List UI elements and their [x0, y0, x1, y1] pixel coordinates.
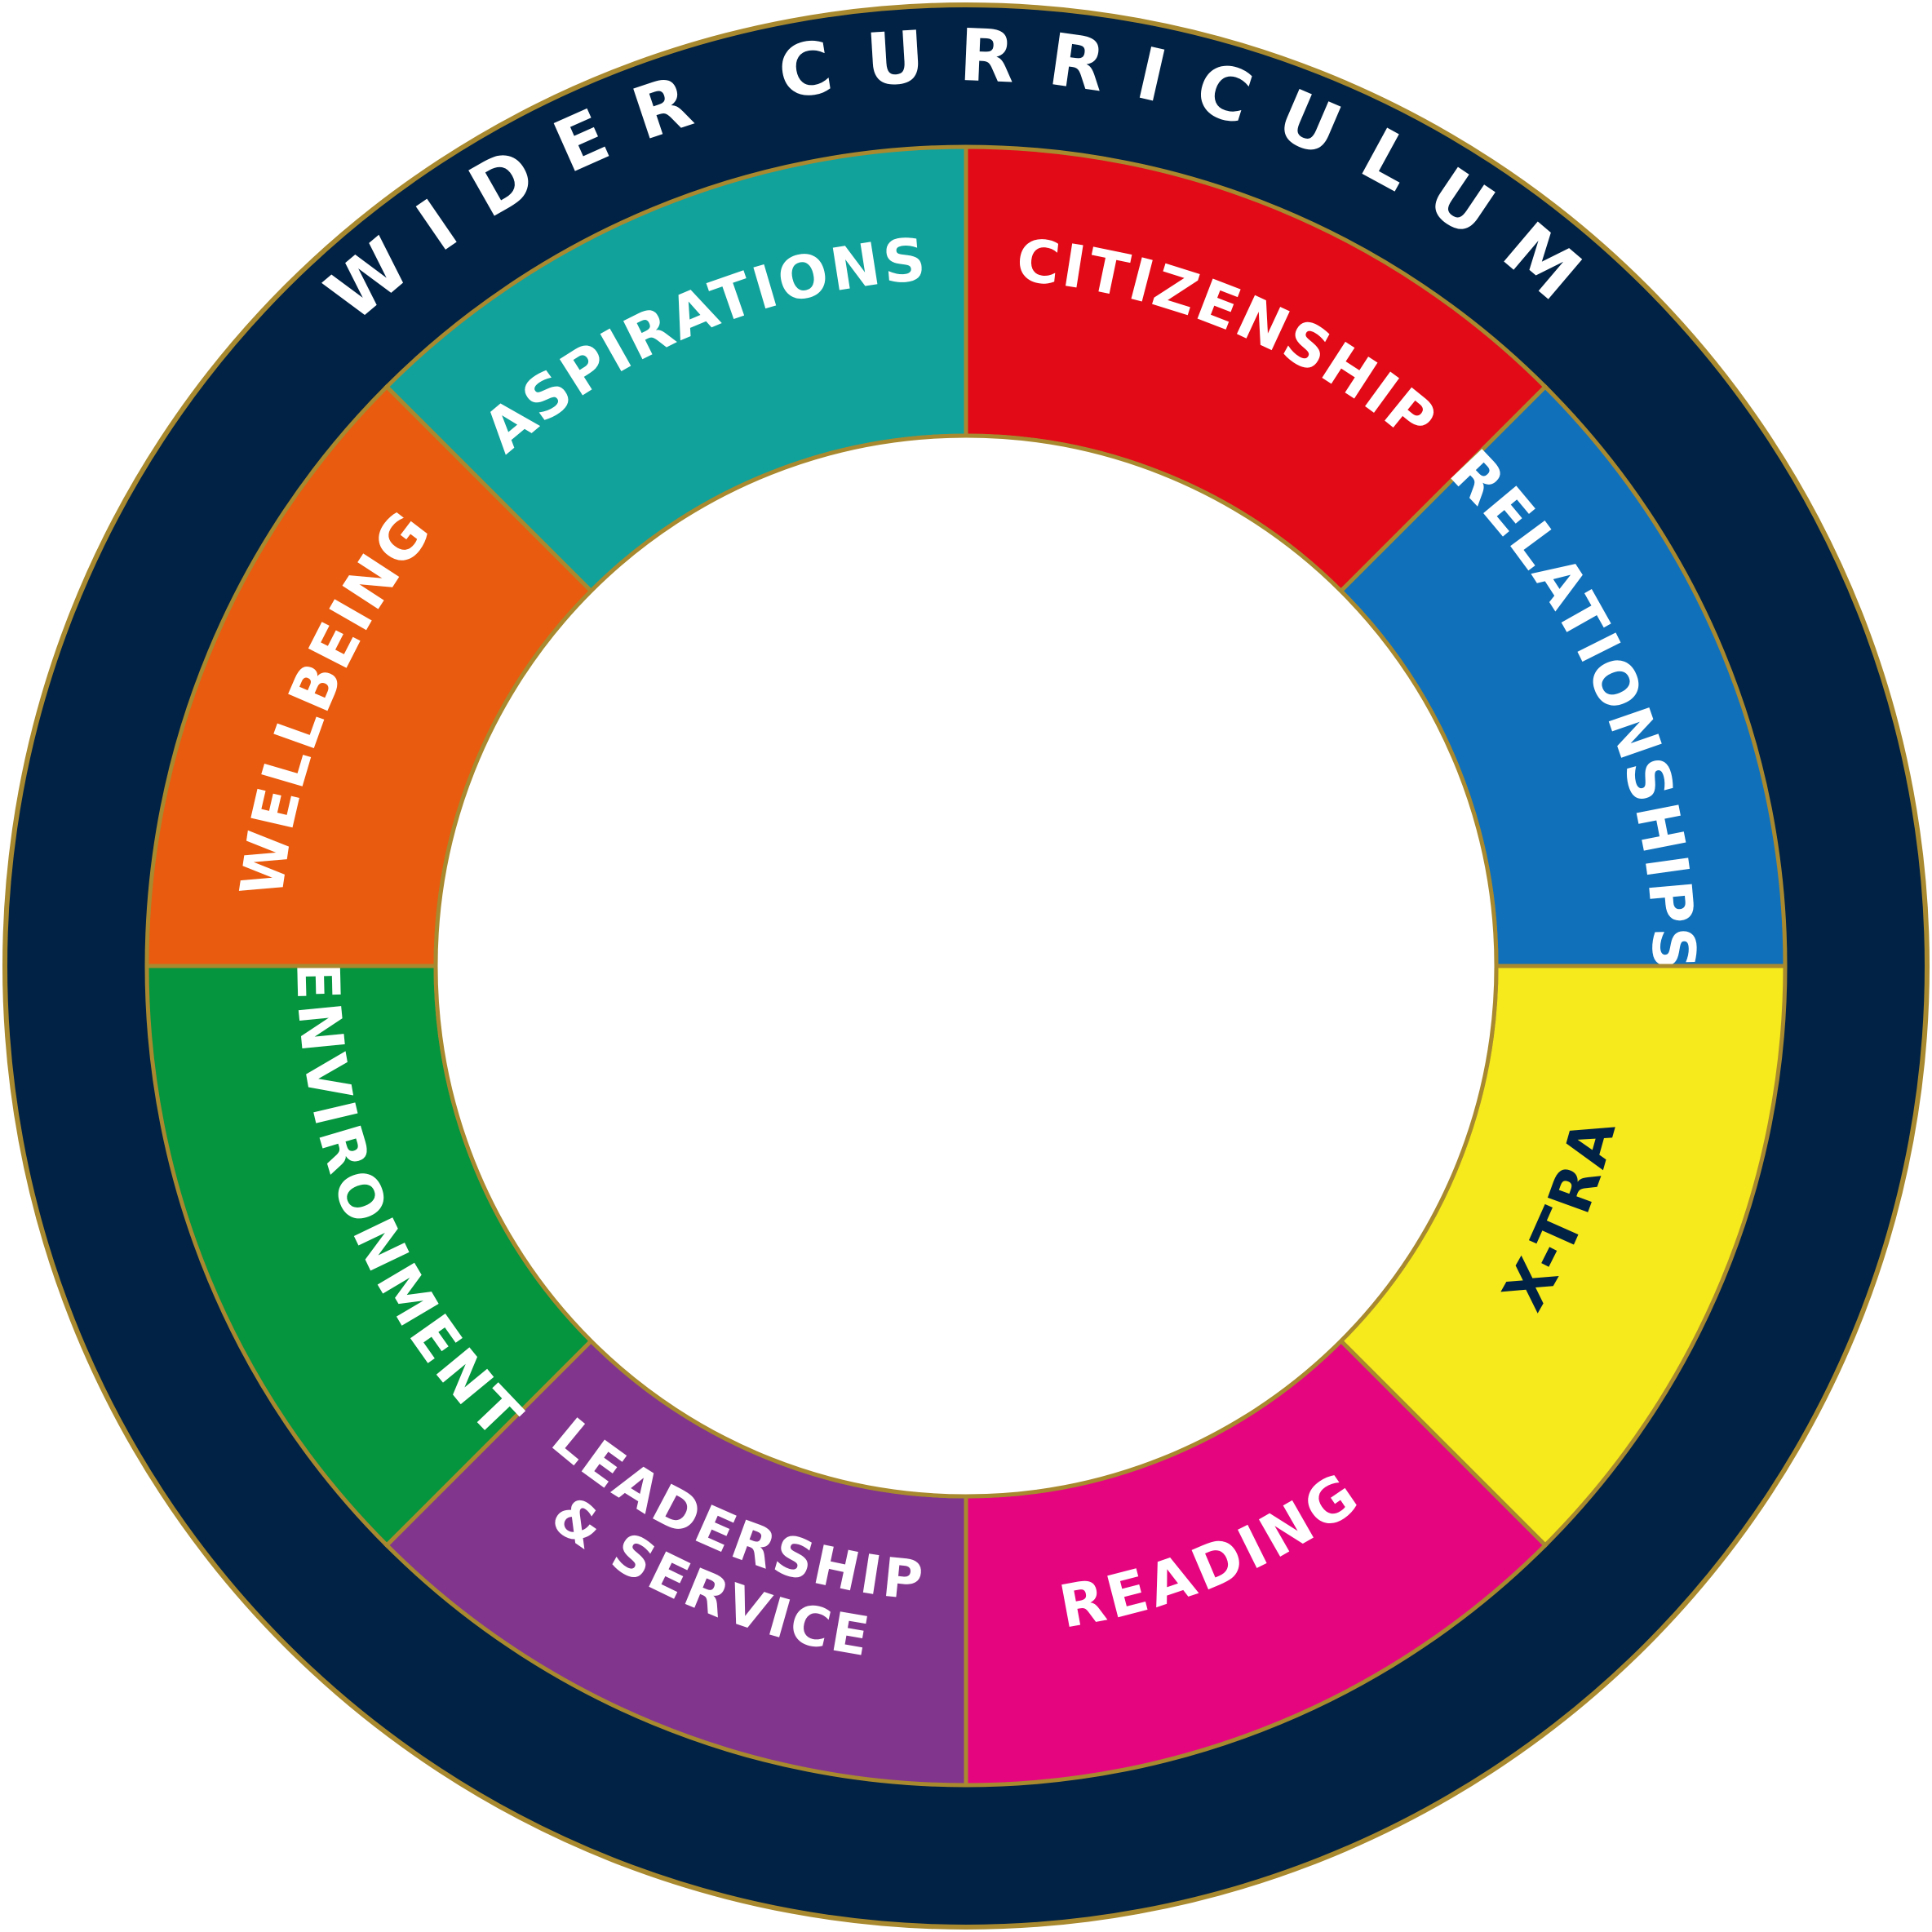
- segment-wellbeing: WELLBEING: [144, 383, 594, 968]
- segment-reading: READING: [964, 1338, 1549, 1788]
- segment-aspirations: ASPIRATIONS: [383, 144, 968, 594]
- segment-leadership-service: LEADERSHIP& SERVICE: [383, 1338, 968, 1788]
- segment-citizenship: CITIZENSHIP: [964, 144, 1549, 594]
- center-circle: [433, 433, 1499, 1499]
